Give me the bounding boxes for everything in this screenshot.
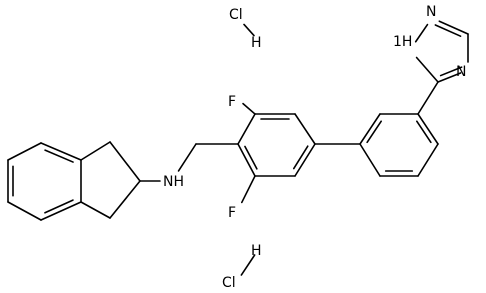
fluorine-bottom-label: F [228, 205, 236, 221]
hcl-top-chlorine: Cl [229, 7, 243, 23]
triazole-n-bottom-label: N [456, 64, 466, 80]
bond-layer [7, 20, 469, 276]
central-ring-bond [237, 113, 256, 145]
triazole-n-top-label: N [426, 4, 436, 20]
phenyl-ring-bond [359, 143, 381, 177]
hcl-bottom-hydrogen: H [251, 243, 262, 259]
phenyl-ring-bond [359, 113, 381, 145]
indane-cyclopentane-bond [109, 141, 141, 182]
indane-cyclopentane-bond [80, 201, 111, 219]
hcl-bond [243, 23, 255, 37]
triazole-1h-label: 1H [393, 34, 412, 50]
central-ring-bond [294, 143, 316, 177]
central-ring-double-bond [244, 145, 258, 170]
indane-ring-bond [40, 142, 82, 161]
label-layer: Cl H H Cl F F NH 1H N N [163, 4, 466, 291]
amine-nh-label: NH [163, 174, 184, 190]
central-ring-double-bond [292, 145, 309, 170]
indane-cyclopentane-bond [109, 180, 141, 219]
phenyl-ring-double-bond [416, 120, 432, 144]
fluorine-bond [242, 102, 256, 115]
triazole-ring-bond [437, 72, 462, 83]
amine-bond [177, 143, 197, 172]
central-ring-bond [237, 143, 256, 177]
phenyl-ring-bond [417, 143, 439, 177]
triazole-link-bond [417, 81, 439, 115]
indane-ring-double-bond [44, 149, 74, 163]
hcl-bond [240, 254, 256, 276]
phenyl-ring-bond [417, 113, 439, 145]
indane-ring-double-bond [44, 199, 74, 214]
central-ring-bond [294, 113, 316, 145]
fluorine-bond [240, 175, 256, 204]
indane-ring-bond [7, 201, 42, 221]
indane-ring-bond [40, 201, 82, 221]
triazole-double-bond [439, 66, 463, 77]
hcl-bottom-chlorine: Cl [222, 275, 236, 291]
fluorine-top-label: F [228, 94, 236, 110]
triazole-ring-bond [415, 56, 439, 83]
triazole-double-bond [434, 24, 462, 37]
phenyl-ring-double-bond [366, 120, 382, 144]
triazole-ring-bond [414, 23, 429, 43]
triazole-ring-bond [438, 20, 469, 35]
indane-ring-bond [7, 142, 42, 161]
hcl-top-hydrogen: H [251, 35, 262, 51]
indane-cyclopentane-bond [80, 141, 111, 161]
